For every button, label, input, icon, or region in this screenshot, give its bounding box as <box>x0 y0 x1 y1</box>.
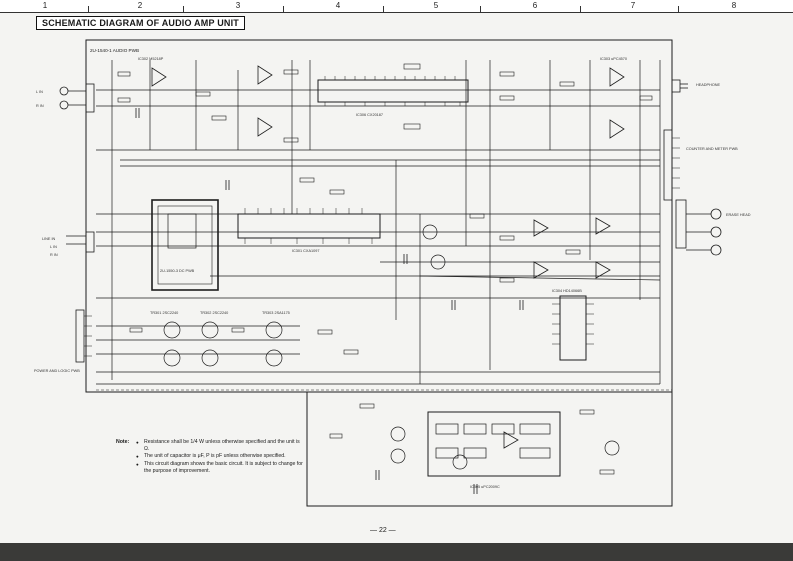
ic302-label: IC302 M5218P <box>138 57 164 61</box>
tr303-label: TR303 2SA1175 <box>262 311 290 315</box>
counter-meter-label: COUNTER AND METER PWB <box>686 147 738 151</box>
notes-block: Note: Resistance shall be 1/4 W unless o… <box>116 439 306 475</box>
board-label: 2U-1540-1 AUDIO PWB <box>90 48 139 53</box>
cn-power-block <box>75 309 85 363</box>
erase-head-label: ERASE HEAD <box>726 213 751 217</box>
l-in-label: L IN <box>36 90 43 94</box>
ruler-col-3: 3 <box>235 1 241 10</box>
ruler-tick <box>580 6 581 12</box>
headphone-label: HEADPHONE <box>696 83 721 87</box>
note-label: Note: <box>116 439 130 445</box>
dc-pwb-frame <box>151 199 219 291</box>
output-connectors <box>663 79 722 256</box>
ic304-body <box>559 295 587 361</box>
note-item: The unit of capacitor is μF, P is pF unl… <box>136 453 306 460</box>
circuit-drawing: 2U-1540-1 AUDIO PWB L IN R IN LINE IN L … <box>34 39 751 507</box>
ic306-body <box>317 79 469 103</box>
ruler-col-8: 8 <box>731 1 737 10</box>
ruler-col-6: 6 <box>532 1 538 10</box>
ic301-label: IC301 CXA1097 <box>292 249 319 253</box>
ic301-body <box>237 213 381 239</box>
ic303-label: IC303 uPC4570 <box>600 57 627 61</box>
ic306-label: IC306 CX20187 <box>356 113 383 117</box>
schematic-title: SCHEMATIC DIAGRAM OF AUDIO AMP UNIT <box>36 16 245 30</box>
note-item: Resistance shall be 1/4 W unless otherwi… <box>136 439 306 453</box>
line-in-label: LINE IN <box>42 237 56 241</box>
sub-board-outline <box>306 391 673 507</box>
ruler-col-4: 4 <box>335 1 341 10</box>
grid-ruler: 1 2 3 4 5 6 7 8 <box>0 0 793 13</box>
page-number: — 22 — <box>370 527 396 534</box>
ruler-col-2: 2 <box>137 1 143 10</box>
r-in-label: R IN <box>36 104 44 108</box>
transistor-symbols <box>163 224 620 470</box>
power-logic-label: POWER AND LOGIC PWB <box>34 369 80 373</box>
ruler-tick <box>480 6 481 12</box>
ruler-col-7: 7 <box>630 1 636 10</box>
vertical-bus-lines <box>111 60 661 384</box>
line-r-label: R IN <box>50 253 58 257</box>
ruler-tick <box>283 6 284 12</box>
ic306-pins <box>324 76 461 106</box>
ruler-col-1: 1 <box>42 1 48 10</box>
note-list: Resistance shall be 1/4 W unless otherwi… <box>136 439 306 475</box>
scan-edge-bar <box>0 543 793 561</box>
tr302-label: TR302 2SC2240 <box>200 311 228 315</box>
op-amp-symbols <box>151 65 625 449</box>
cn-input-block <box>85 83 95 113</box>
ruler-tick <box>88 6 89 12</box>
ic305-label: IC305 uPC2009C <box>470 485 500 489</box>
tr301-label: TR301 2SC2240 <box>150 311 178 315</box>
ruler-tick <box>183 6 184 12</box>
input-jacks <box>59 83 95 363</box>
line-l-label: L IN <box>50 245 57 249</box>
ruler-tick <box>678 6 679 12</box>
ruler-col-5: 5 <box>433 1 439 10</box>
capacitor-symbols <box>135 108 524 494</box>
ic305-body <box>427 411 561 477</box>
resistor-symbols <box>117 63 653 475</box>
ruler-tick <box>383 6 384 12</box>
cn-line-block <box>85 231 95 253</box>
note-item: This circuit diagram shows the basic cir… <box>136 461 306 475</box>
ic304-label: IC304 HD14066B <box>552 289 582 293</box>
ic301-pins <box>244 208 373 244</box>
audio-pwb-outline <box>85 39 673 393</box>
dc-pwb-label: 2U-1550-3 DC PWB <box>160 269 195 273</box>
signal-bus-lines <box>96 89 661 385</box>
